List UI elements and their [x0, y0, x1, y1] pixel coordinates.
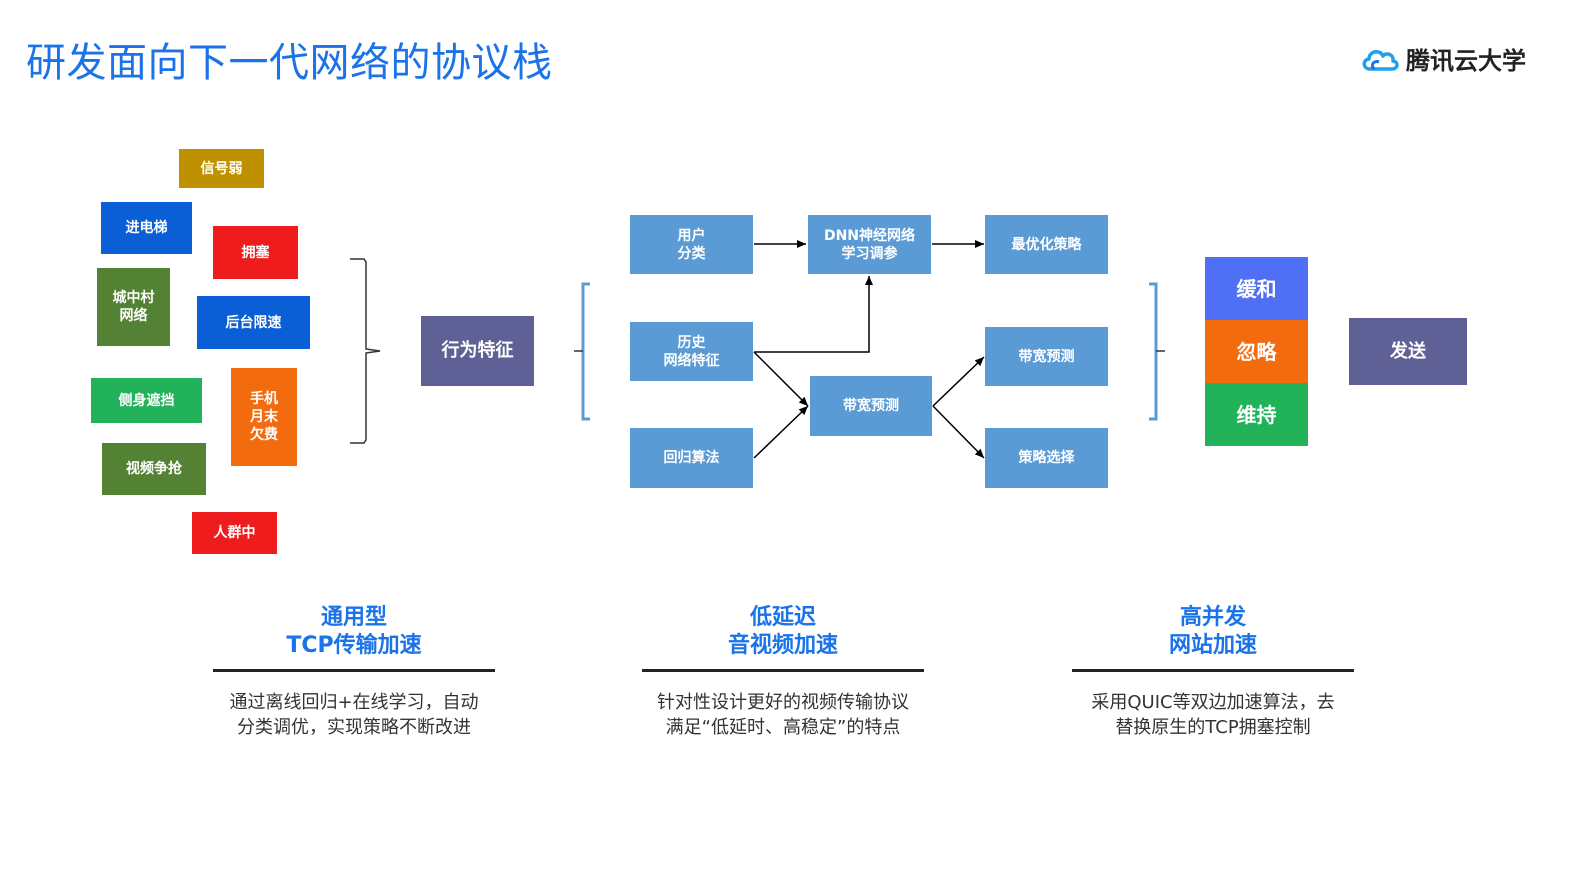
section-divider-web [1072, 669, 1354, 672]
section-title-tcp: 通用型 TCP传输加速 [286, 605, 422, 658]
behavior-label: 行为特征 [441, 340, 514, 361]
node-history: 历史 网络特征 [630, 322, 753, 381]
factor-label: 信号弱 [200, 160, 243, 177]
factor-label: 人群中 [213, 525, 256, 541]
action-ease: 缓和 [1205, 257, 1308, 320]
action-ignore: 忽略 [1205, 320, 1308, 383]
factor-elevator: 进电梯 [101, 202, 192, 254]
behavior-feature-box: 行为特征 [421, 316, 534, 386]
section-desc-tcp: 通过离线回归+在线学习，自动 分类调优，实现策略不断改进 [229, 692, 479, 738]
factor-label: 视频争抢 [126, 461, 182, 477]
node-dnn: DNN神经网络 学习调参 [808, 215, 931, 274]
factors-bracket [350, 258, 381, 444]
factor-label: 进电梯 [125, 220, 168, 236]
action-label: 缓和 [1236, 276, 1277, 301]
factor-bg-throttle: 后台限速 [197, 296, 310, 349]
factor-arrears: 手机 月末 欠费 [231, 368, 297, 466]
factor-urban-village: 城中村 网络 [97, 268, 170, 346]
logo-text: 腾讯云大学 [1406, 46, 1526, 75]
node-best-policy: 最优化策略 [985, 215, 1108, 274]
arrow-bw-to-bw [932, 356, 985, 407]
node-regression: 回归算法 [630, 428, 753, 488]
arrow-bw-to-policy [932, 405, 985, 459]
section-desc-av: 针对性设计更好的视频传输协议 满足“低延时、高稳定”的特点 [657, 692, 909, 738]
factor-congestion: 拥塞 [213, 226, 298, 279]
section-divider-tcp [213, 669, 495, 672]
send-label: 发送 [1390, 340, 1426, 362]
flow-bracket-right [1149, 282, 1158, 421]
factor-label: 城中村 网络 [112, 290, 155, 324]
arrow-history-to-dnn [754, 276, 873, 353]
action-label: 忽略 [1236, 339, 1277, 364]
node-bw-predict-right: 带宽预测 [985, 327, 1108, 386]
factor-side-block: 侧身遮挡 [91, 378, 202, 423]
factor-label: 手机 月末 欠费 [250, 391, 278, 443]
section-title-av: 低延迟 音视频加速 [727, 605, 838, 658]
factor-crowd: 人群中 [192, 512, 277, 554]
brand-logo: 腾讯云大学 [1360, 40, 1526, 76]
section-desc-web: 采用QUIC等双边加速算法，去 替换原生的TCP拥塞控制 [1091, 692, 1335, 738]
cloud-icon [1362, 50, 1399, 71]
section-divider-av [642, 669, 924, 672]
action-label: 维持 [1236, 402, 1277, 427]
factor-label: 后台限速 [225, 314, 282, 331]
node-policy-select: 策略选择 [985, 428, 1108, 488]
factor-video-contention: 视频争抢 [102, 443, 206, 495]
factor-label: 侧身遮挡 [118, 392, 175, 409]
factor-label: 拥塞 [241, 244, 270, 261]
flow-bracket-left [581, 282, 590, 421]
send-box: 发送 [1349, 318, 1467, 385]
arrow-history-to-bw [753, 351, 809, 407]
action-maintain: 维持 [1205, 383, 1308, 446]
page-title: 研发面向下一代网络的协议栈 [26, 40, 553, 86]
node-user-class: 用户 分类 [630, 215, 753, 274]
node-bw-predict-mid: 带宽预测 [810, 376, 932, 436]
factor-weak-signal: 信号弱 [179, 149, 264, 188]
arrow-regression-to-bw [753, 405, 809, 459]
section-title-web: 高并发 网站加速 [1168, 605, 1257, 658]
